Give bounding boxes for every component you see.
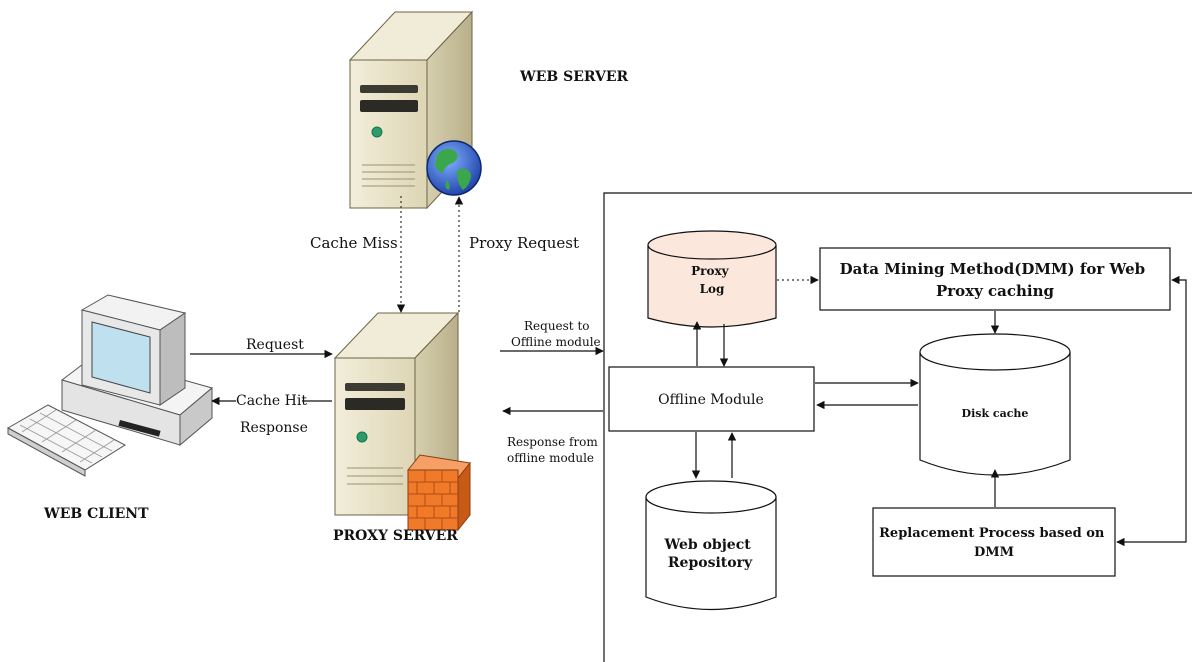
disk-cache-label: Disk cache [962, 407, 1029, 420]
cache-miss-label: Cache Miss [310, 234, 398, 252]
request-to-offline-label: Request to Offline module [511, 319, 601, 349]
dmm-replacement-loop-arrow [1116, 275, 1187, 547]
web-object-repository-cylinder [645, 480, 777, 611]
web-object-repository-label: Web object Repository [663, 537, 755, 571]
proxy-request-label: Proxy Request [469, 234, 579, 252]
dmm-box [819, 247, 1171, 311]
globe-icon [426, 140, 482, 196]
offline-module-label: Offline Module [658, 392, 764, 408]
web-server-label: WEB SERVER [519, 69, 629, 85]
computer-icon [6, 294, 214, 477]
replacement-process-label: Replacement Process based on DMM [879, 526, 1109, 560]
offline-module-box [608, 366, 815, 432]
replacement-process-box [872, 507, 1116, 577]
dmm-label: Data Mining Method(DMM) for Web Proxy ca… [840, 260, 1151, 300]
proxy-log-cylinder [647, 230, 777, 328]
proxy-log-label: Proxy Log [691, 264, 733, 296]
offline-panel-border [603, 192, 1192, 662]
cache-hit-label: Cache Hit [236, 393, 307, 409]
firewall-icon [407, 454, 471, 532]
response-label: Response [240, 420, 308, 436]
web-client-label: WEB CLIENT [43, 506, 149, 522]
disk-cache-cylinder [919, 333, 1071, 476]
proxy-server-label: PROXY SERVER [333, 528, 458, 544]
request-label: Request [246, 337, 304, 353]
response-from-offline-label: Response from offline module [507, 435, 602, 465]
